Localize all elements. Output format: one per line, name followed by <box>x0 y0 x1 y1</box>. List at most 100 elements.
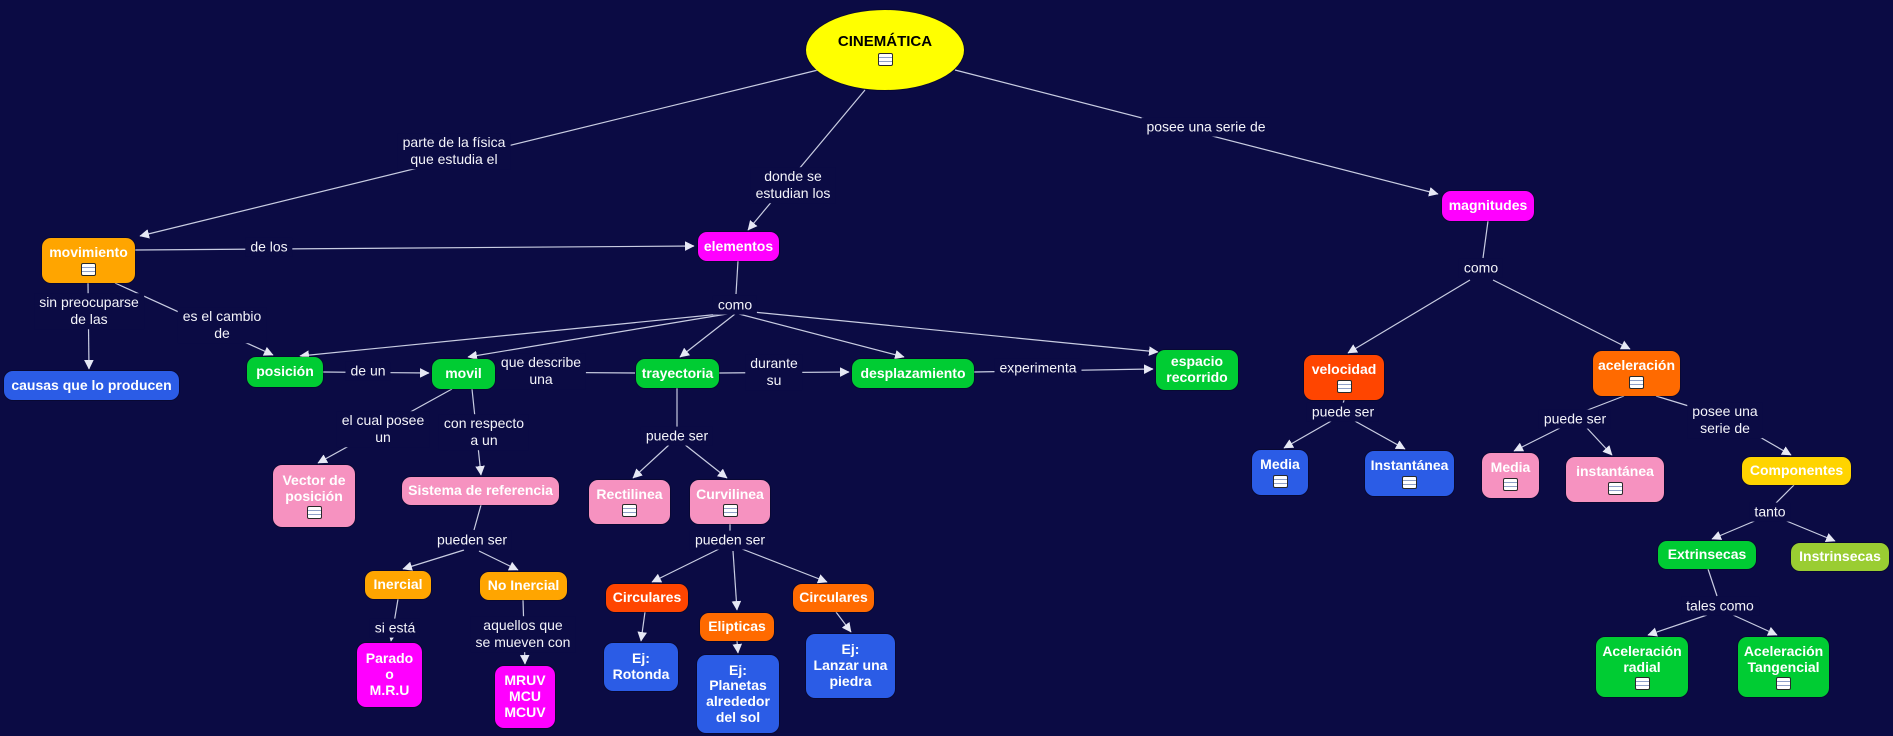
node-componentes[interactable]: Componentes <box>1742 457 1851 485</box>
node-elementos[interactable]: elementos <box>698 232 779 261</box>
node-instantanea-velocidad[interactable]: Instantánea <box>1365 451 1454 496</box>
node-label: Circulares <box>612 589 682 606</box>
node-label: No Inercial <box>487 577 560 594</box>
resource-icon[interactable] <box>877 52 893 66</box>
edge-line <box>1585 426 1613 456</box>
node-vector-de-posicion[interactable]: Vector de posición <box>273 465 355 527</box>
node-aceleracion[interactable]: aceleración <box>1593 351 1680 396</box>
resource-icon[interactable] <box>1634 677 1650 691</box>
node-label: magnitudes <box>1448 197 1528 214</box>
node-ej-planetas[interactable]: Ej: Planetas alrededor del sol <box>697 655 779 733</box>
node-inercial[interactable]: Inercial <box>365 571 431 599</box>
link-label-de-los[interactable]: de los <box>245 237 293 257</box>
node-label: desplazamiento <box>860 364 966 381</box>
node-label: Elipticas <box>708 618 766 635</box>
resource-icon[interactable] <box>1402 475 1417 489</box>
node-mruv-mcu-mcuv[interactable]: MRUV MCU MCUV <box>495 666 555 728</box>
link-label-que-describe-una[interactable]: que describe una <box>495 353 587 389</box>
link-label-como-elementos[interactable]: como <box>712 295 758 315</box>
resource-icon[interactable] <box>1503 477 1518 491</box>
node-label: MRUV MCU MCUV <box>504 672 546 720</box>
node-velocidad[interactable]: velocidad <box>1304 355 1384 400</box>
node-elipticas[interactable]: Elipticas <box>700 613 774 641</box>
link-label-sin-preocuparse-de-las[interactable]: sin preocuparse de las <box>34 293 144 329</box>
node-ej-lanzar-piedra[interactable]: Ej: Lanzar una piedra <box>806 634 895 698</box>
resource-icon[interactable] <box>1336 379 1352 393</box>
node-label: Ej: Planetas alrededor del sol <box>706 661 770 725</box>
link-label-puede-ser-trayectoria[interactable]: puede ser <box>640 426 714 446</box>
link-label-experimenta[interactable]: experimenta <box>994 358 1082 378</box>
link-label-posee-una-serie-de-2[interactable]: posee una serie de <box>1687 402 1763 438</box>
resource-icon[interactable] <box>1272 474 1288 488</box>
node-extrinsecas[interactable]: Extrinsecas <box>1658 541 1756 569</box>
link-label-tanto[interactable]: tanto <box>1749 502 1791 522</box>
resource-icon[interactable] <box>81 262 96 276</box>
node-label: Curvilinea <box>696 485 764 502</box>
node-circulares-izq[interactable]: Circulares <box>606 584 688 612</box>
node-sistema-de-referencia[interactable]: Sistema de referencia <box>402 477 559 505</box>
link-label-puede-ser-velocidad[interactable]: puede ser <box>1306 402 1380 422</box>
node-magnitudes[interactable]: magnitudes <box>1442 191 1534 221</box>
edge-line <box>1707 568 1718 597</box>
node-desplazamiento[interactable]: desplazamiento <box>852 359 974 388</box>
edge-line <box>1513 426 1563 452</box>
node-label: velocidad <box>1311 361 1377 378</box>
node-media-aceleracion[interactable]: Media <box>1482 453 1539 498</box>
link-label-con-respecto-a-un[interactable]: con respecto a un <box>438 414 530 450</box>
link-label-donde-se-estudian-los[interactable]: donde se estudian los <box>750 167 836 203</box>
resource-icon[interactable] <box>306 506 322 520</box>
node-parado-o-mru[interactable]: Parado o M.R.U <box>357 643 422 707</box>
node-label: Media <box>1260 456 1300 473</box>
node-media-velocidad[interactable]: Media <box>1252 450 1308 495</box>
node-curvilinea[interactable]: Curvilinea <box>690 480 770 524</box>
edge-line <box>632 443 671 479</box>
edge-line <box>134 241 695 251</box>
edge-line <box>402 549 465 571</box>
link-label-es-el-cambio-de[interactable]: es el cambio de <box>177 307 267 343</box>
link-label-posee-una-serie-de[interactable]: posee una serie de <box>1141 117 1271 137</box>
node-cinematica[interactable]: CINEMÁTICA <box>806 10 964 90</box>
link-label-como-magnitudes[interactable]: como <box>1458 258 1504 278</box>
edge-line <box>1775 484 1795 504</box>
node-ej-rotonda[interactable]: Ej: Rotonda <box>604 643 678 691</box>
node-no-inercial[interactable]: No Inercial <box>480 572 567 600</box>
node-label: causas que lo producen <box>11 376 172 393</box>
link-label-parte-de-la-fisica[interactable]: parte de la física que estudia el <box>397 133 511 169</box>
node-label: movil <box>445 365 482 382</box>
resource-icon[interactable] <box>1607 481 1623 495</box>
link-label-puede-ser-aceleracion[interactable]: puede ser <box>1538 409 1612 429</box>
link-label-pueden-ser-curvilinea[interactable]: pueden ser <box>689 530 771 550</box>
resource-icon[interactable] <box>622 504 637 518</box>
edge-line <box>747 89 866 231</box>
node-trayectoria[interactable]: trayectoria <box>636 359 719 388</box>
node-instantanea-aceleracion[interactable]: instantánea <box>1566 457 1664 502</box>
node-causas-que-lo-producen[interactable]: causas que lo producen <box>4 371 179 400</box>
node-rectilinea[interactable]: Rectilinea <box>589 480 670 524</box>
link-label-durante-su[interactable]: durante su <box>745 354 803 390</box>
node-label: Instantánea <box>1370 457 1449 474</box>
link-label-de-un[interactable]: de un <box>345 361 391 381</box>
node-movil[interactable]: movil <box>432 359 495 389</box>
edge-line <box>835 611 852 633</box>
link-label-pueden-ser-sistema[interactable]: pueden ser <box>431 530 513 550</box>
link-label-tales-como[interactable]: tales como <box>1681 596 1759 616</box>
edge-line <box>683 443 728 479</box>
resource-icon[interactable] <box>1629 375 1644 389</box>
node-instrinsecas[interactable]: Instrinsecas <box>1791 543 1889 571</box>
edge-line <box>742 310 1159 356</box>
link-label-aquellos-que-se-mueven-con[interactable]: aquellos que se mueven con <box>470 616 576 652</box>
link-label-el-cual-posee-un[interactable]: el cual posee un <box>336 411 430 447</box>
node-circulares-der[interactable]: Circulares <box>793 584 874 612</box>
node-label: trayectoria <box>641 364 714 381</box>
node-espacio-recorrido[interactable]: espacio recorrido <box>1156 350 1238 390</box>
resource-icon[interactable] <box>722 504 738 518</box>
edge-line <box>735 260 739 295</box>
edge-line <box>467 312 734 361</box>
node-label: aceleración <box>1597 357 1676 374</box>
node-posicion[interactable]: posición <box>247 357 323 387</box>
edge-line <box>679 313 736 358</box>
resource-icon[interactable] <box>1776 677 1791 691</box>
node-movimiento[interactable]: movimiento <box>42 238 135 283</box>
node-aceleracion-radial[interactable]: Aceleración radial <box>1596 637 1688 697</box>
node-aceleracion-tangencial[interactable]: Aceleración Tangencial <box>1738 637 1829 697</box>
